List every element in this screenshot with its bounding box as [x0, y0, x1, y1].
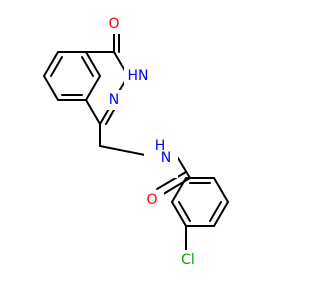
atom-labels: O HN N H N O Cl: [103, 14, 202, 270]
bond: [85, 99, 101, 125]
bond: [81, 56, 94, 77]
atom-oxygen-amide: O: [146, 192, 157, 208]
bonds: [43, 29, 229, 251]
bond: [213, 201, 229, 227]
bond: [177, 157, 191, 179]
bond: [178, 201, 191, 222]
bond: [50, 56, 63, 77]
molecule-canvas: O HN N H N O Cl: [43, 14, 229, 270]
bond: [156, 171, 187, 190]
bond: [85, 75, 101, 101]
bond: [85, 51, 101, 77]
atom-oxygen-ketone: O: [108, 16, 119, 32]
atom-nh-ring: HN: [128, 68, 149, 84]
atom-h-amide: H: [155, 138, 166, 154]
structure-diagram: O HN N H N O Cl: [43, 14, 229, 270]
atom-n-amide: N: [161, 150, 171, 166]
bond: [43, 51, 59, 77]
atom-n-ring: N: [109, 92, 119, 108]
bond: [43, 75, 59, 101]
bond: [209, 201, 222, 222]
bond: [171, 177, 187, 203]
bond: [213, 177, 229, 203]
bond: [99, 145, 151, 157]
atom-chlorine: Cl: [181, 252, 195, 268]
bond: [171, 201, 187, 227]
